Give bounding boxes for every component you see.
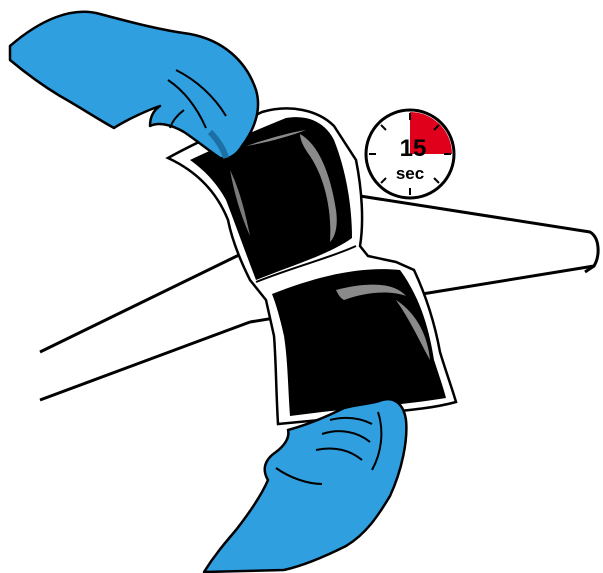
lower-hand (204, 399, 406, 572)
upper-hand (10, 12, 258, 159)
timer-unit: sec (396, 164, 424, 183)
timer-number: 15 (400, 135, 427, 162)
timer: 15 sec (366, 110, 454, 198)
